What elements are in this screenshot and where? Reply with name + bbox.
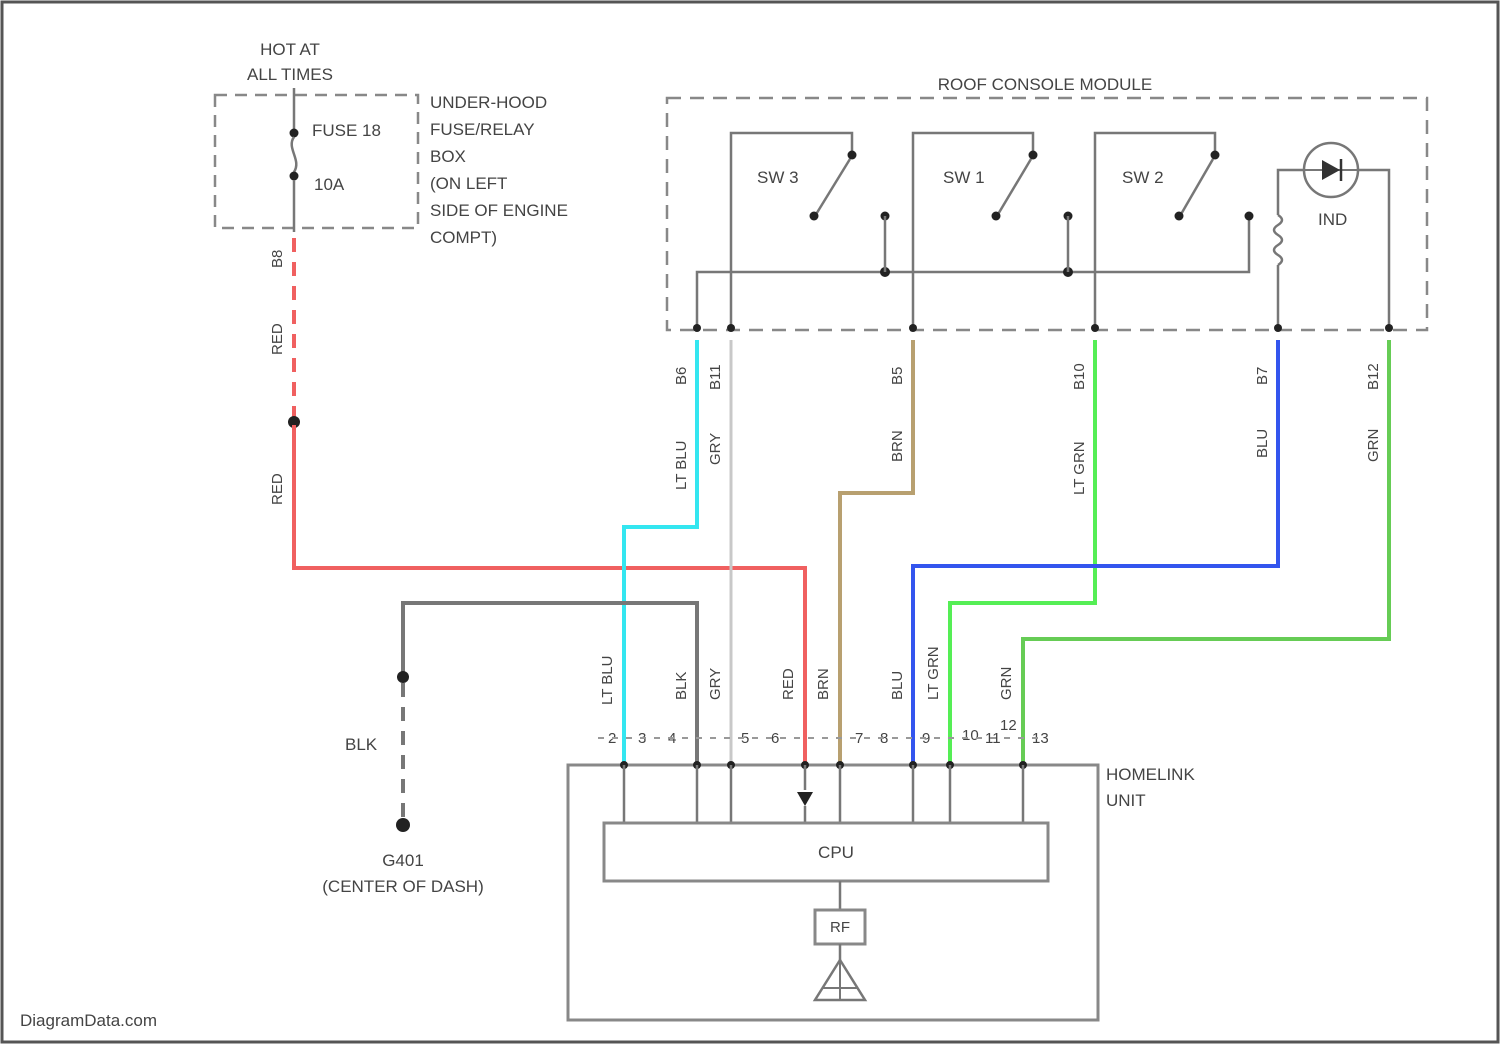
roof-pin-b11: B11 <box>707 364 724 390</box>
hl-color-blk: BLK <box>673 672 690 700</box>
ground-point-icon <box>396 818 410 832</box>
fuse-location-1: UNDER-HOOD <box>430 93 547 112</box>
roof-pin-b5: B5 <box>889 367 906 385</box>
hl-pin-7: 7 <box>855 730 863 747</box>
hl-pin-6: 6 <box>771 730 779 747</box>
source-watermark: DiagramData.com <box>20 1011 157 1030</box>
fuse-box-pin: B8 <box>269 250 286 268</box>
hl-color-lt-grn: LT GRN <box>925 646 942 700</box>
roof-color-grn: GRN <box>1365 429 1382 462</box>
hl-color-gry: GRY <box>707 668 724 700</box>
sw2-label: SW 2 <box>1122 168 1164 187</box>
roof-color-lt-blu: LT BLU <box>673 441 690 490</box>
ind-label: IND <box>1318 210 1347 229</box>
ground-g401: BLK G401 (CENTER OF DASH) <box>322 671 484 896</box>
rf-label: RF <box>830 919 850 936</box>
hl-pin-12: 12 <box>1000 717 1017 734</box>
fuse-box-outline <box>215 95 418 228</box>
red-feed-wire: RED RED <box>269 238 805 762</box>
roof-pin-b6: B6 <box>673 367 690 385</box>
roof-color-gry: GRY <box>707 433 724 465</box>
hl-color-red: RED <box>780 668 797 700</box>
roof-pin-b12: B12 <box>1365 363 1382 390</box>
ind-resistor <box>1274 215 1282 265</box>
roof-color-brn: BRN <box>889 430 906 462</box>
roof-color-blu: BLU <box>1254 429 1271 458</box>
roof-pin-b7: B7 <box>1254 367 1271 385</box>
roof-color-lt-grn: LT GRN <box>1071 441 1088 495</box>
hl-color-blu: BLU <box>889 671 906 700</box>
roof-pin-b10: B10 <box>1071 363 1088 390</box>
fuse-rating: 10A <box>314 175 345 194</box>
fuse-element <box>292 137 297 172</box>
red-wire-label-bottom: RED <box>269 473 286 505</box>
cpu-label: CPU <box>818 843 854 862</box>
hl-color-brn: BRN <box>815 668 832 700</box>
roof-module-title: ROOF CONSOLE MODULE <box>938 75 1152 94</box>
fuse-location-2: FUSE/RELAY <box>430 120 535 139</box>
ground-splice <box>397 671 409 683</box>
all-times-label: ALL TIMES <box>247 65 333 84</box>
hl-color-lt-blu: LT BLU <box>599 656 616 705</box>
fuse-location-3: BOX <box>430 147 466 166</box>
red-wire-label-top: RED <box>269 323 286 355</box>
antenna-icon <box>815 960 865 1000</box>
homelink-title-2: UNIT <box>1106 791 1146 810</box>
sw1-blade <box>997 159 1031 216</box>
wire-grn <box>1023 340 1389 762</box>
sw3-label: SW 3 <box>757 168 799 187</box>
hot-at-label: HOT AT <box>260 40 320 59</box>
ground-wire-label: BLK <box>345 735 378 754</box>
fuse-location-5: SIDE OF ENGINE <box>430 201 568 220</box>
ground-name: G401 <box>382 851 424 870</box>
roof-console-module: ROOF CONSOLE MODULE SW 3 SW 1 SW 2 <box>667 75 1427 332</box>
fuse-terminal-bottom <box>290 172 299 181</box>
homelink-unit: HOMELINK UNIT CPU RF <box>568 761 1195 1020</box>
sw1-label: SW 1 <box>943 168 985 187</box>
harness-wires: B6 B11 B5 B10 B7 B12 LT BLU GRY BRN LT G… <box>403 340 1389 762</box>
fuse-box: HOT AT ALL TIMES FUSE 18 10A UNDER-HOOD … <box>215 40 568 268</box>
homelink-title-1: HOMELINK <box>1106 765 1195 784</box>
wire-blk <box>403 603 697 762</box>
hl-color-grn: GRN <box>998 667 1015 700</box>
sw2-blade <box>1180 159 1213 216</box>
ground-location: (CENTER OF DASH) <box>322 877 484 896</box>
fuse-location-6: COMPT) <box>430 228 497 247</box>
hl-pin-10: 10 <box>962 727 979 744</box>
sw3-blade <box>815 159 850 216</box>
fuse-location-4: (ON LEFT <box>430 174 507 193</box>
diode-arrow-icon <box>797 792 813 806</box>
fuse-label: FUSE 18 <box>312 121 381 140</box>
homelink-outline <box>568 765 1098 1020</box>
fuse-terminal-top <box>290 129 299 138</box>
